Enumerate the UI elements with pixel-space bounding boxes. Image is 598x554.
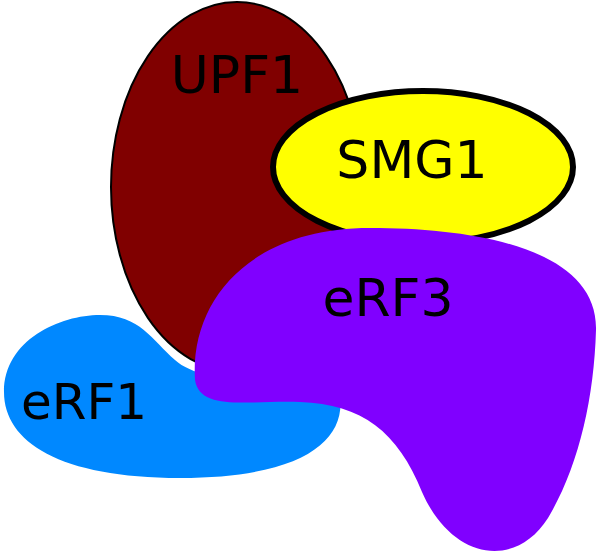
- protein-label: UPF1: [171, 49, 303, 101]
- protein-label: SMG1: [336, 134, 487, 186]
- smg1-ellipse: SMG1: [268, 88, 578, 246]
- shape-fill: [273, 91, 573, 243]
- shape-fill: [195, 228, 596, 551]
- protein-label: eRF1: [21, 377, 147, 427]
- erf3-blob: eRF3: [188, 225, 598, 554]
- protein-label: eRF3: [322, 272, 453, 324]
